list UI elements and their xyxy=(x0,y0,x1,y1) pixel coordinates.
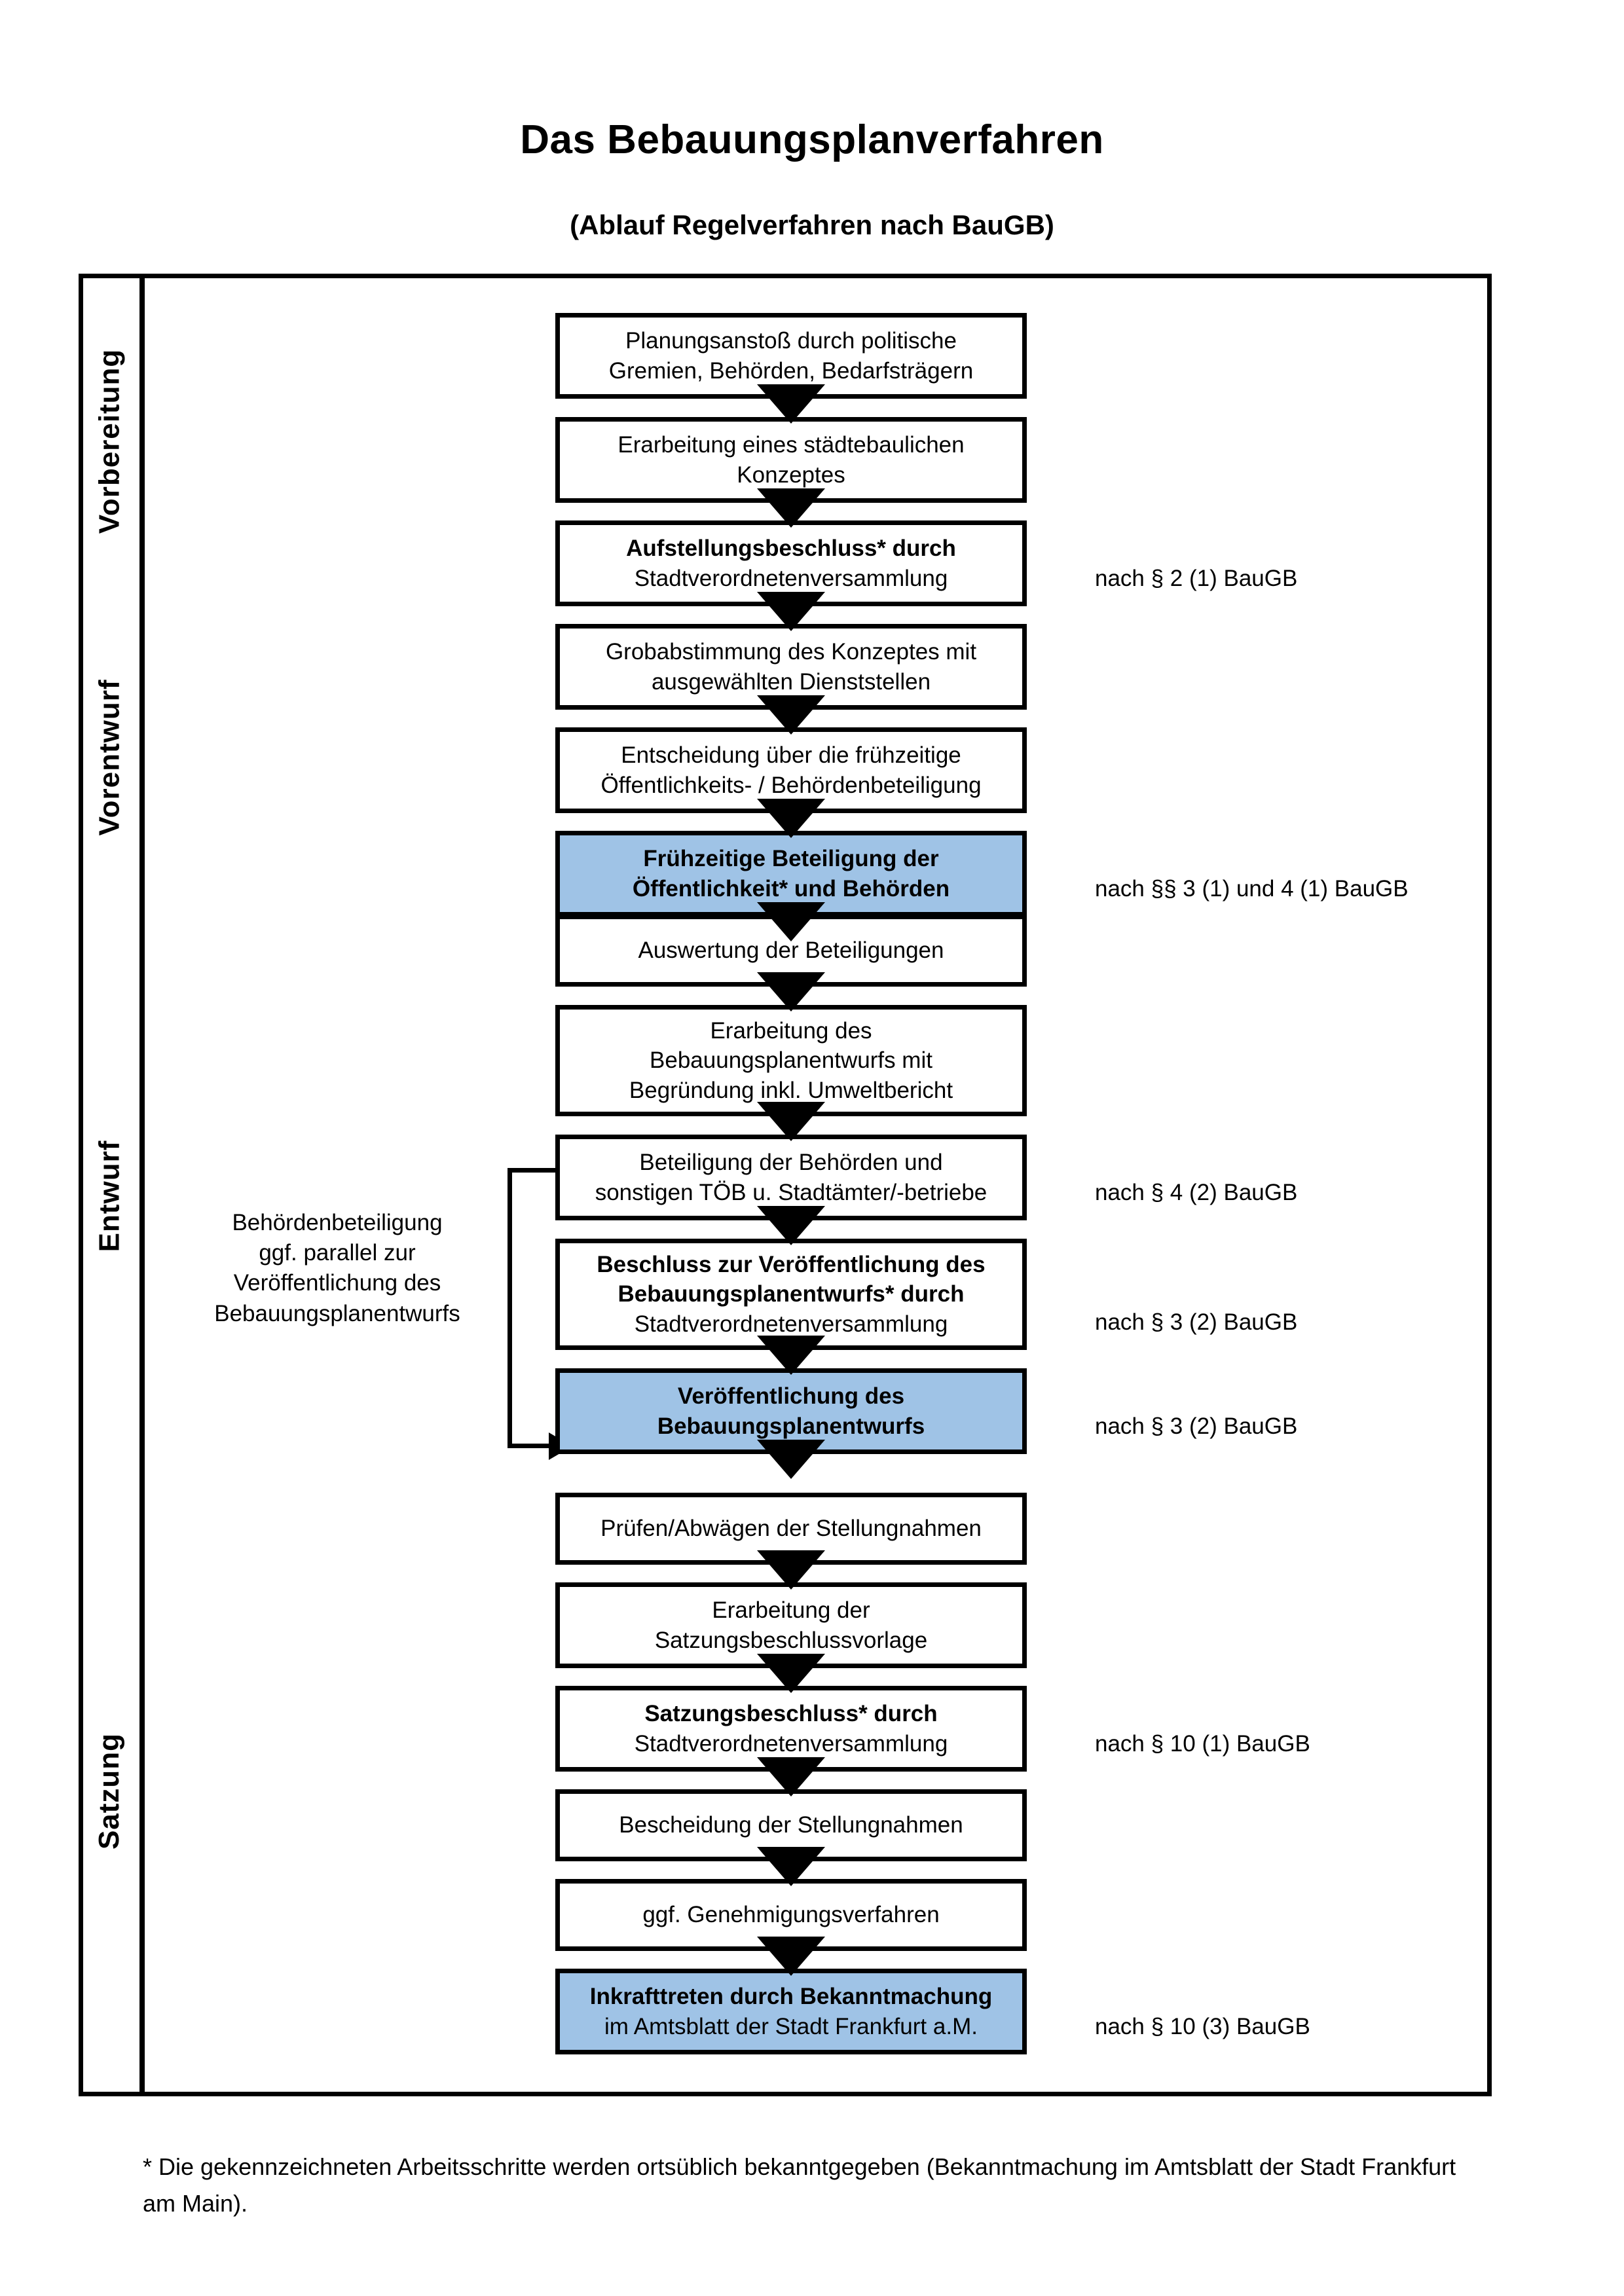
flow-arrow-5-to-6 xyxy=(757,799,825,838)
phase-label-entwurf: Entwurf xyxy=(79,905,140,1486)
feedback-connector-left xyxy=(507,1168,512,1448)
process-step-12-line-1: Prüfen/Abwägen der Stellungnahmen xyxy=(600,1516,982,1542)
process-step-9-line-2: sonstigen TÖB u. Stadtämter/-betriebe xyxy=(595,1179,987,1205)
process-step-13-line-2: Satzungsbeschlussvorlage xyxy=(654,1627,928,1653)
process-step-7-line-1: Auswertung der Beteiligungen xyxy=(638,938,944,964)
process-step-17-line-2: im Amtsblatt der Stadt Frankfurt a.M. xyxy=(604,2013,978,2039)
legal-reference-step-9: nach § 4 (2) BauGB xyxy=(1095,1180,1298,1205)
sidenote-line-3: Veröffentlichung des xyxy=(233,1270,441,1296)
process-step-13-line-1: Erarbeitung der xyxy=(712,1597,870,1623)
process-step-8-line-2: Bebauungsplanentwurfs mit xyxy=(650,1048,932,1074)
process-step-15-line-1: Bescheidung der Stellungnahmen xyxy=(619,1812,963,1838)
page-title: Das Bebauungsplanverfahren xyxy=(520,117,1104,162)
process-step-11-line-1: Veröffentlichung des xyxy=(677,1383,905,1409)
process-step-1-line-1: Planungsanstoß durch politische xyxy=(625,328,957,354)
flow-arrow-4-to-5 xyxy=(757,695,825,735)
process-step-2-line-1: Erarbeitung eines städtebaulichen xyxy=(618,432,965,458)
flow-arrow-6-to-7 xyxy=(757,902,825,941)
process-step-10-line-3: Stadtverordnetenversammlung xyxy=(634,1311,948,1337)
process-step-11-line-2: Bebauungsplanentwurfs xyxy=(657,1413,925,1439)
sidenote-line-4: Bebauungsplanentwurfs xyxy=(214,1300,460,1326)
legal-reference-step-11: nach § 3 (2) BauGB xyxy=(1095,1413,1298,1439)
page-subtitle: (Ablauf Regelverfahren nach BauGB) xyxy=(570,210,1054,240)
process-step-6-line-1: Frühzeitige Beteiligung der xyxy=(643,846,939,871)
process-step-3-line-1: Aufstellungsbeschluss* durch xyxy=(626,536,956,561)
legal-reference-step-10: nach § 3 (2) BauGB xyxy=(1095,1309,1298,1335)
process-step-6-line-2: Öffentlichkeit* und Behörden xyxy=(632,875,950,902)
process-step-14-line-1: Satzungsbeschluss* durch xyxy=(644,1701,938,1726)
process-step-10-line-2: Bebauungsplanentwurfs* durch xyxy=(618,1281,965,1307)
process-step-14-line-2: Stadtverordnetenversammlung xyxy=(634,1730,948,1757)
process-step-2-line-2: Konzeptes xyxy=(737,462,845,488)
process-step-16-line-1: ggf. Genehmigungsverfahren xyxy=(642,1902,940,1928)
process-step-4-line-1: Grobabstimmung des Konzeptes mit xyxy=(605,639,977,665)
process-step-1-line-2: Gremien, Behörden, Bedarfsträgern xyxy=(608,357,974,384)
process-step-8-line-3: Begründung inkl. Umweltbericht xyxy=(629,1077,953,1103)
process-step-8-line-1: Erarbeitung des xyxy=(710,1017,872,1044)
feedback-connector-top xyxy=(507,1168,557,1173)
flow-arrow-11-to-12 xyxy=(757,1440,825,1479)
flow-arrow-9-to-10 xyxy=(757,1206,825,1245)
phase-label-divider xyxy=(139,274,145,2096)
phase-label-vorbereitung: Vorbereitung xyxy=(79,274,140,609)
legal-reference-step-3: nach § 2 (1) BauGB xyxy=(1095,566,1298,591)
flow-arrow-10-to-11 xyxy=(757,1336,825,1375)
phase-label-text: Vorbereitung xyxy=(93,348,125,534)
phase-label-text: Entwurf xyxy=(93,1140,126,1252)
process-step-3-line-2: Stadtverordnetenversammlung xyxy=(634,565,948,591)
sidenote-line-2: ggf. parallel zur xyxy=(259,1240,416,1266)
flow-arrow-13-to-14 xyxy=(757,1654,825,1693)
flow-arrow-12-to-13 xyxy=(757,1550,825,1590)
phase-label-satzung: Satzung xyxy=(79,1486,140,2096)
process-step-10-line-1: Beschluss zur Veröffentlichung des xyxy=(597,1251,986,1277)
footnote: * Die gekennzeichneten Arbeitsschritte w… xyxy=(143,2153,1456,2217)
flow-arrow-16-to-17 xyxy=(757,1937,825,1976)
flow-arrow-8-to-9 xyxy=(757,1102,825,1141)
process-step-9-line-1: Beteiligung der Behörden und xyxy=(639,1150,943,1175)
flow-arrow-7-to-8 xyxy=(757,972,825,1011)
flow-arrow-1-to-2 xyxy=(757,384,825,424)
phase-label-vorentwurf: Vorentwurf xyxy=(79,609,140,905)
phase-label-text: Satzung xyxy=(93,1732,126,1850)
flow-arrow-2-to-3 xyxy=(757,488,825,528)
flow-arrow-3-to-4 xyxy=(757,592,825,631)
legal-reference-step-6: nach §§ 3 (1) und 4 (1) BauGB xyxy=(1095,876,1409,902)
process-step-5-line-1: Entscheidung über die frühzeitige xyxy=(621,742,961,768)
legal-reference-step-14: nach § 10 (1) BauGB xyxy=(1095,1731,1310,1757)
process-step-4-line-2: ausgewählten Dienststellen xyxy=(651,668,931,695)
process-step-17-line-1: Inkrafttreten durch Bekanntmachung xyxy=(589,1984,993,2009)
flow-arrow-15-to-16 xyxy=(757,1847,825,1886)
legal-reference-step-17: nach § 10 (3) BauGB xyxy=(1095,2014,1310,2039)
process-step-5-line-2: Öffentlichkeits- / Behördenbeteiligung xyxy=(600,772,982,798)
process-step-17: Inkrafttreten durch Bekanntmachung im Amt… xyxy=(555,1969,1027,2054)
phase-label-text: Vorentwurf xyxy=(93,679,125,835)
feedback-connector-bottom xyxy=(507,1444,552,1448)
sidenote-line-1: Behördenbeteiligung xyxy=(232,1210,443,1235)
flow-arrow-14-to-15 xyxy=(757,1757,825,1796)
